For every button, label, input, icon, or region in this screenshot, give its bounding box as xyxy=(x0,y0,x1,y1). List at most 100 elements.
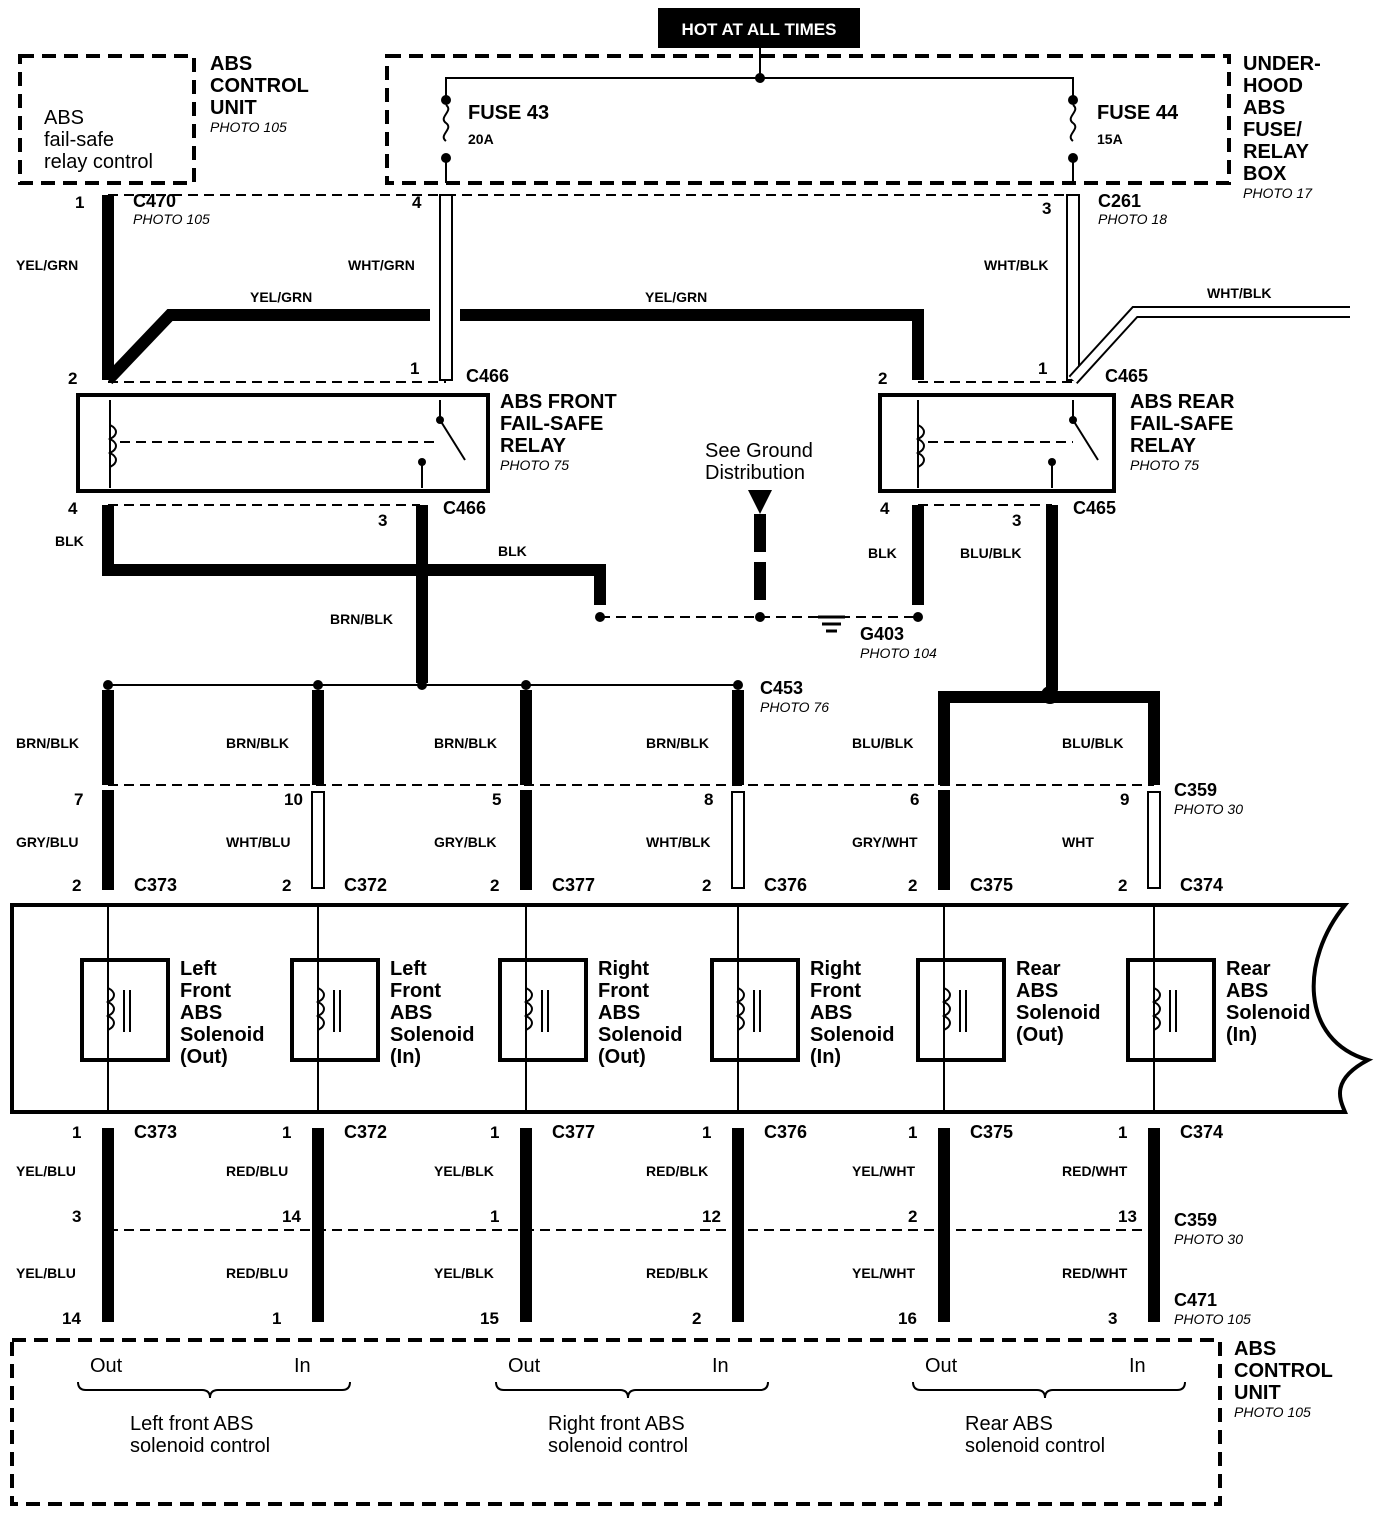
connector-label-top: C376 xyxy=(764,875,807,895)
group-label: Rear ABS xyxy=(965,1413,1053,1435)
svg-text:UNDER-: UNDER- xyxy=(1243,53,1321,75)
c466-pin-2: 2 xyxy=(68,369,77,388)
connector-label-bottom: C372 xyxy=(344,1122,387,1142)
c359-upper-photo: PHOTO 30 xyxy=(1174,801,1243,817)
connector-label-bottom: C376 xyxy=(764,1122,807,1142)
svg-text:RELAY: RELAY xyxy=(500,435,567,457)
svg-text:15A: 15A xyxy=(1097,131,1123,147)
solenoid-label: ABS xyxy=(390,1002,432,1024)
ground-reference-arrow xyxy=(748,490,772,514)
c465-bottom-label: C465 xyxy=(1073,498,1116,518)
hot-label: HOT AT ALL TIMES xyxy=(682,20,837,39)
abs-control-unit-top-box xyxy=(18,54,196,185)
connector-pin-1: 1 xyxy=(908,1123,917,1142)
solenoid-coil-icon xyxy=(523,987,533,1031)
c466-pin-3: 3 xyxy=(378,511,387,530)
solenoid-label: Left xyxy=(390,958,427,980)
svg-text:20A: 20A xyxy=(468,131,494,147)
wire-label-lower-2: RED/WHT xyxy=(1062,1265,1128,1281)
abs-control-unit-bottom-title: ABS CONTROL UNIT PHOTO 105 xyxy=(1234,1338,1333,1420)
wire-label-blu-blk-trunk: BLU/BLK xyxy=(960,545,1021,561)
see-ground-distribution-note: See Ground Distribution xyxy=(705,440,813,484)
wire-label-blk-2: BLK xyxy=(498,543,527,559)
connector-label-top: C373 xyxy=(134,875,177,895)
solenoid-label: ABS xyxy=(810,1002,852,1024)
brace-icon xyxy=(912,1381,1186,1399)
solenoid-label: Rear xyxy=(1226,958,1271,980)
wire-label-lower-2: YEL/BLU xyxy=(16,1265,76,1281)
wire-label-lower-1: YEL/BLU xyxy=(16,1163,76,1179)
c359-lower-pin: 3 xyxy=(72,1207,81,1226)
wire-label-lower-1: RED/BLU xyxy=(226,1163,288,1179)
svg-text:RELAY: RELAY xyxy=(1243,141,1310,163)
connector-pin-2: 2 xyxy=(282,876,291,895)
wire-wht-grn xyxy=(439,194,453,381)
connector-label-bottom: C373 xyxy=(134,1122,177,1142)
c465-top-label: C465 xyxy=(1105,366,1148,386)
c359-pin: 7 xyxy=(74,790,83,809)
front-relay-title: ABS FRONT FAIL-SAFE RELAY PHOTO 75 xyxy=(500,391,617,473)
solenoid-label: Front xyxy=(180,980,231,1002)
wire-label-yel-grn-3: YEL/GRN xyxy=(645,289,707,305)
c359-lower-pin: 13 xyxy=(1118,1207,1137,1226)
svg-text:ABS REAR: ABS REAR xyxy=(1130,391,1235,413)
solenoid-coil-icon xyxy=(735,987,745,1031)
c470-label: C470 xyxy=(133,191,176,211)
solenoid-box xyxy=(1126,958,1216,1062)
wire-mid xyxy=(311,791,325,889)
solenoid-box xyxy=(290,958,380,1062)
connector-label-bottom: C377 xyxy=(552,1122,595,1142)
solenoid-box xyxy=(916,958,1006,1062)
c471-photo: PHOTO 105 xyxy=(1174,1311,1251,1327)
solenoid-label: Right xyxy=(598,958,649,980)
group-label: solenoid control xyxy=(130,1435,270,1457)
rear-relay-internals xyxy=(915,400,1099,488)
svg-text:FAIL-SAFE: FAIL-SAFE xyxy=(500,413,603,435)
solenoid-label: (In) xyxy=(390,1046,421,1068)
svg-text:ABS: ABS xyxy=(44,107,84,129)
c359-lower-photo: PHOTO 30 xyxy=(1174,1231,1243,1247)
in-label: In xyxy=(712,1355,729,1377)
rear-relay-title: ABS REAR FAIL-SAFE RELAY PHOTO 75 xyxy=(1130,391,1235,473)
svg-text:CONTROL: CONTROL xyxy=(1234,1360,1333,1382)
connector-pin-2: 2 xyxy=(490,876,499,895)
wire-label-lower-2: YEL/BLK xyxy=(434,1265,494,1281)
c466-top-label: C466 xyxy=(466,366,509,386)
abs-rear-fail-safe-relay xyxy=(878,393,1116,493)
connector-pin-1: 1 xyxy=(702,1123,711,1142)
svg-text:FAIL-SAFE: FAIL-SAFE xyxy=(1130,413,1233,435)
connector-label-bottom: C375 xyxy=(970,1122,1013,1142)
wire-label-upper: BRN/BLK xyxy=(646,735,709,751)
svg-text:UNIT: UNIT xyxy=(210,97,257,119)
c261-pin-4: 4 xyxy=(412,193,422,212)
wire-yel-grn-right xyxy=(460,309,924,380)
solenoid-coil-icon xyxy=(315,987,325,1031)
connector-pin-2: 2 xyxy=(1118,876,1127,895)
solenoid-label: ABS xyxy=(1226,980,1268,1002)
connector-pin-1: 1 xyxy=(72,1123,81,1142)
wire-label-mid: GRY/BLK xyxy=(434,834,496,850)
wire-mid xyxy=(1147,791,1161,889)
hot-banner xyxy=(658,8,860,48)
connector-pin-1: 1 xyxy=(490,1123,499,1142)
connector-pin-2: 2 xyxy=(908,876,917,895)
c465-pin-2: 2 xyxy=(878,369,887,388)
solenoid-label: Front xyxy=(598,980,649,1002)
svg-text:BOX: BOX xyxy=(1243,163,1287,185)
wire-label-upper: BLU/BLK xyxy=(1062,735,1123,751)
c471-pin: 15 xyxy=(480,1309,499,1328)
wire-mid xyxy=(731,791,745,889)
wire-label-mid: WHT/BLU xyxy=(226,834,291,850)
svg-text:PHOTO 105: PHOTO 105 xyxy=(1234,1404,1311,1420)
c471-pin: 3 xyxy=(1108,1309,1117,1328)
svg-text:FUSE 43: FUSE 43 xyxy=(468,102,549,124)
bus-junction-dot xyxy=(755,73,765,83)
c359-pin: 9 xyxy=(1120,790,1129,809)
c359-pin: 5 xyxy=(492,790,501,809)
svg-text:PHOTO 17: PHOTO 17 xyxy=(1243,185,1313,201)
solenoid-label: (In) xyxy=(1226,1024,1257,1046)
solenoid-label: Solenoid xyxy=(1226,1002,1310,1024)
